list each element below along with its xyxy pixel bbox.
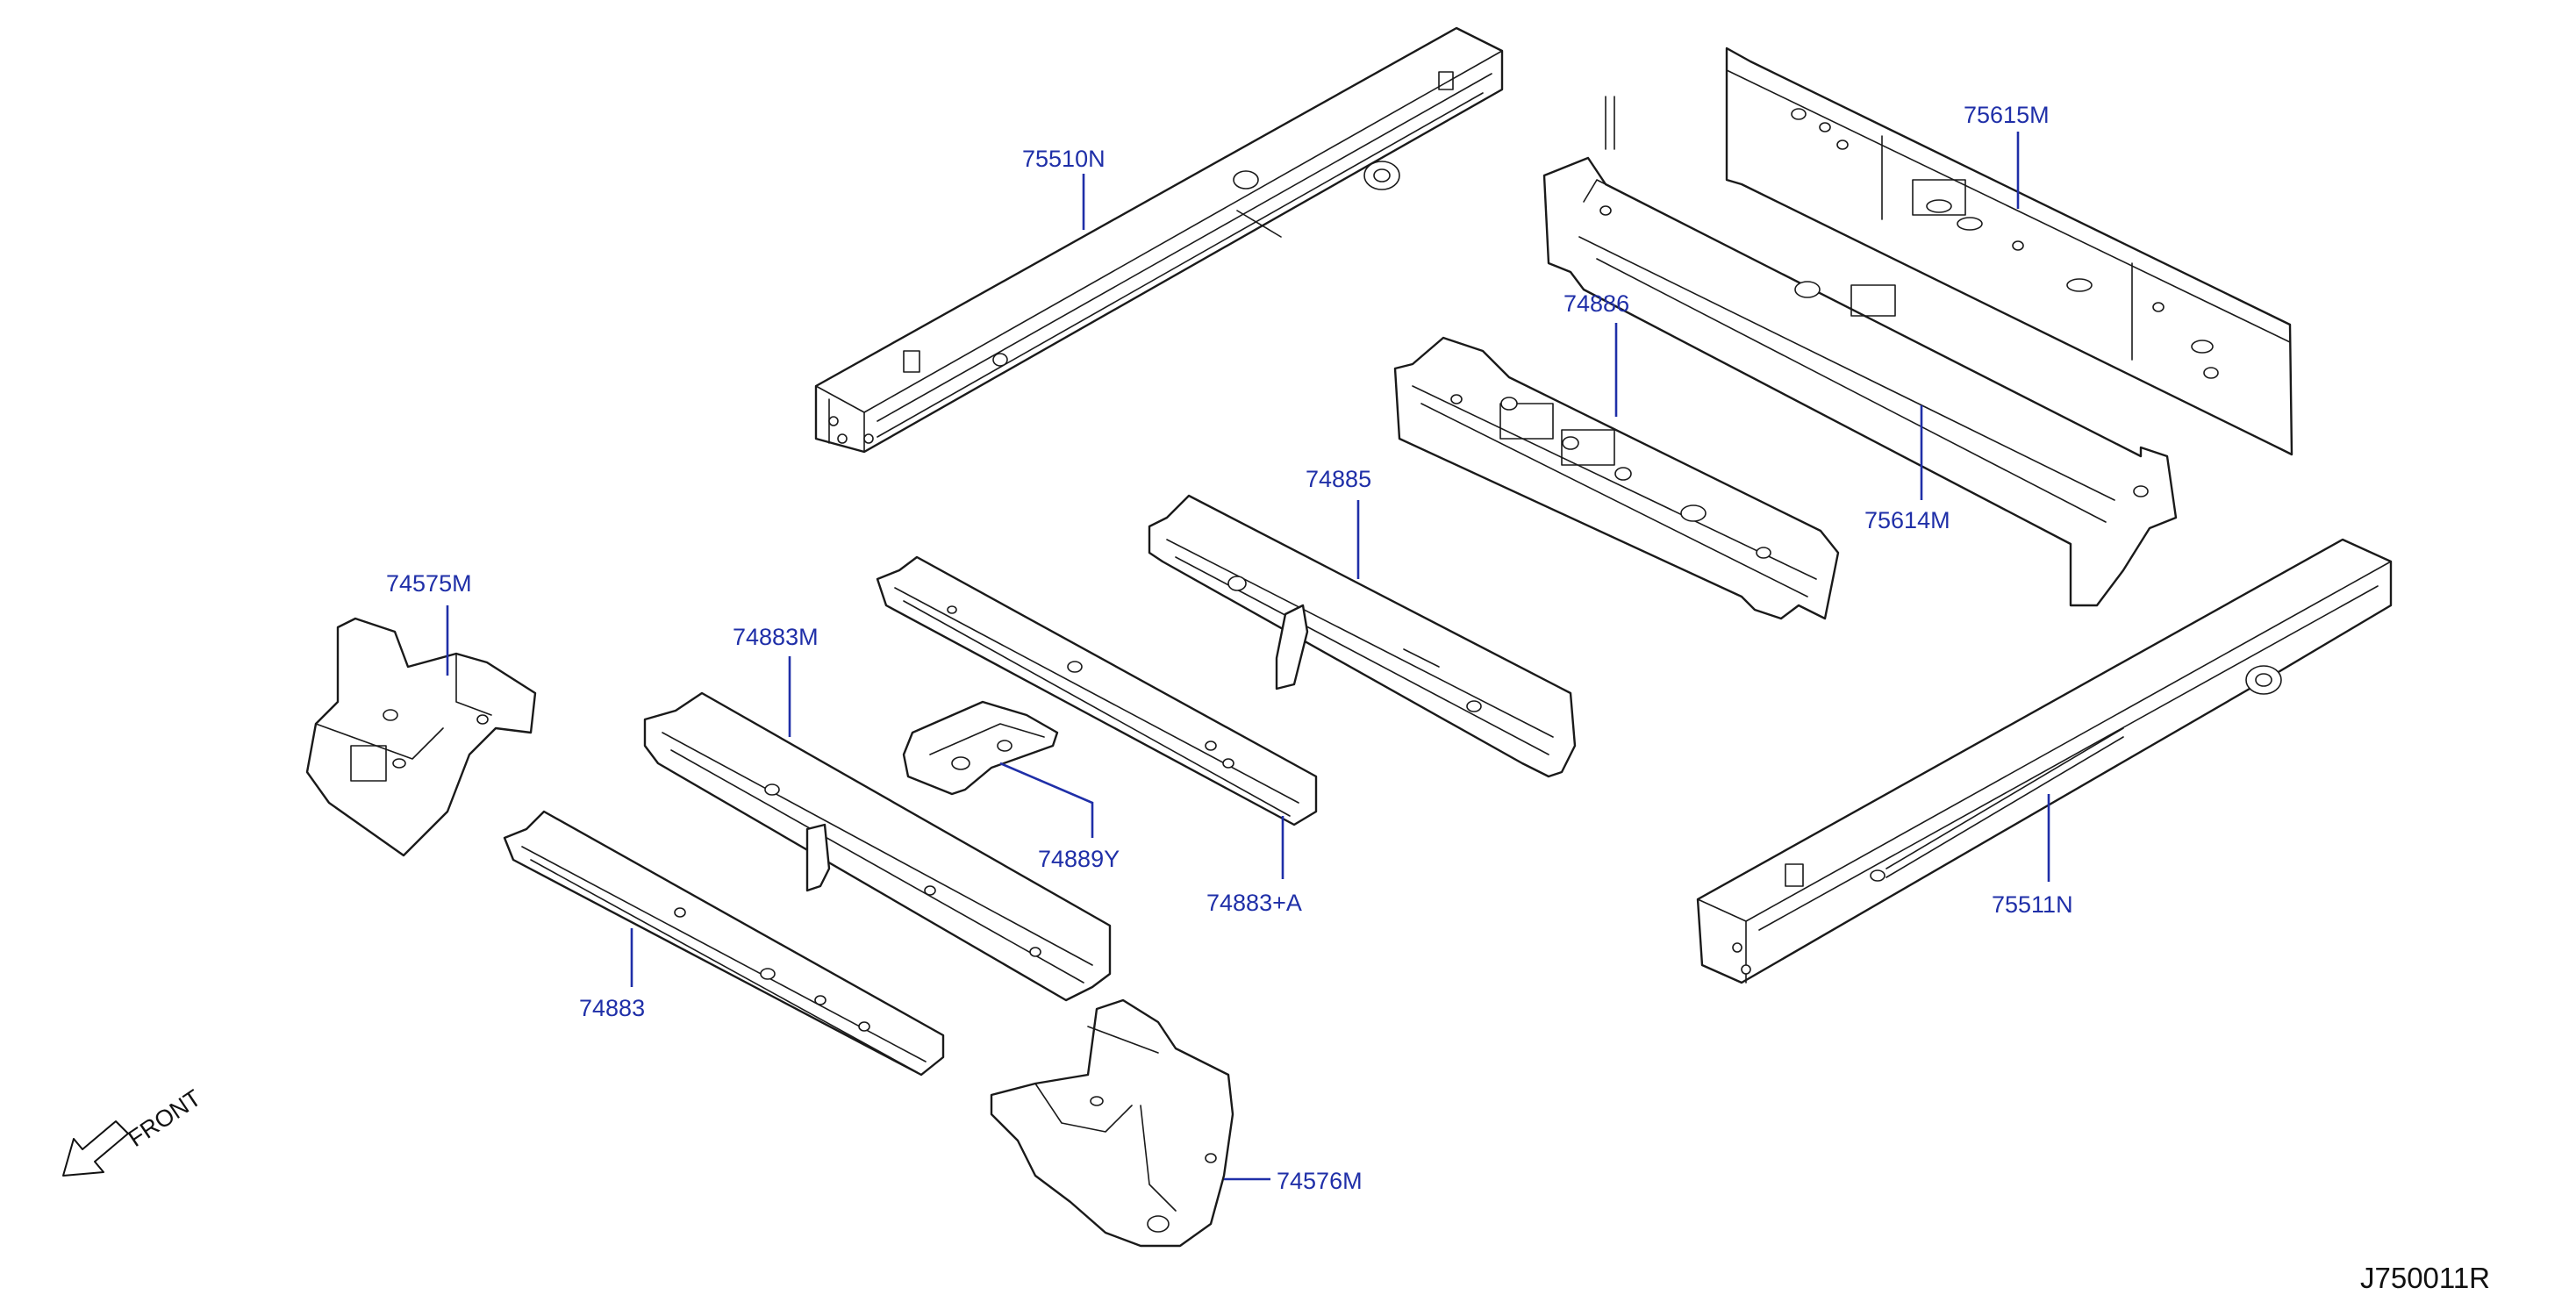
callout-75615M[interactable]: 75615M xyxy=(1964,102,2050,128)
arrow-down-left-icon xyxy=(62,1120,129,1177)
callout-75614M[interactable]: 75614M xyxy=(1864,507,1950,533)
part-74885[interactable] xyxy=(1148,494,1577,778)
front-label: FRONT xyxy=(124,1084,206,1152)
callout-75510N[interactable]: 75510N xyxy=(1022,146,1106,172)
part-74883[interactable] xyxy=(503,810,945,1077)
part-74576M[interactable] xyxy=(990,998,1234,1248)
front-indicator: FRONT xyxy=(62,1084,206,1177)
part-74886[interactable] xyxy=(1393,336,1840,620)
callout-74575M[interactable]: 74575M xyxy=(386,570,472,597)
callout-74885[interactable]: 74885 xyxy=(1306,466,1371,492)
callout-74886[interactable]: 74886 xyxy=(1563,290,1629,317)
part-74575M[interactable] xyxy=(305,617,537,857)
callout-74889Y[interactable]: 74889Y xyxy=(1038,846,1120,872)
part-75615M[interactable] xyxy=(1725,46,2293,456)
part-74883M[interactable] xyxy=(643,691,1112,1002)
callout-74576M[interactable]: 74576M xyxy=(1277,1168,1363,1194)
callout-74883A[interactable]: 74883+A xyxy=(1206,890,1302,916)
callout-74883M[interactable]: 74883M xyxy=(733,624,819,650)
callout-74883[interactable]: 74883 xyxy=(579,995,645,1021)
leader-74889Y xyxy=(999,762,1094,838)
part-74889Y[interactable] xyxy=(902,700,1059,796)
part-75511N[interactable] xyxy=(1696,538,2393,984)
diagram-code: J750011R xyxy=(2360,1262,2490,1294)
callout-75511N[interactable]: 75511N xyxy=(1992,891,2073,918)
part-75510N[interactable] xyxy=(814,26,1504,454)
part-74883A[interactable] xyxy=(876,555,1318,826)
part-75614M[interactable] xyxy=(1542,96,2178,607)
